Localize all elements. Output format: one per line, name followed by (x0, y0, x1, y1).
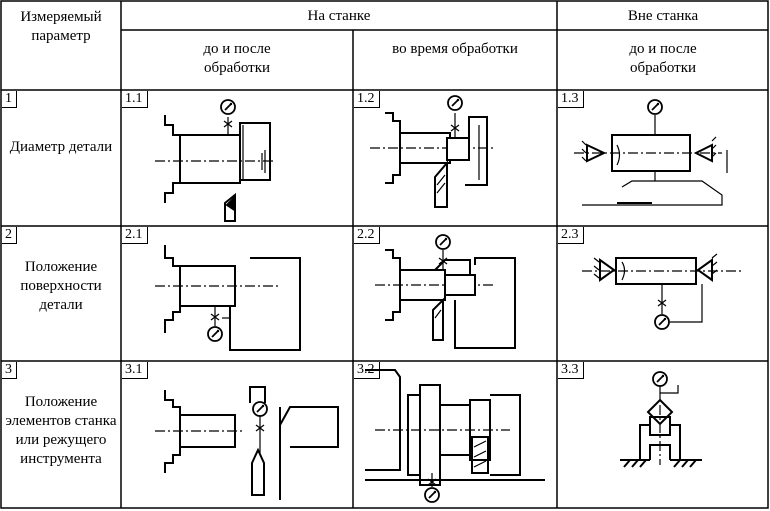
dial-indicator-icon (654, 314, 670, 330)
dial-indicator-icon (647, 99, 663, 115)
row-number-1: 1 (2, 91, 17, 108)
fixed-support-icon (599, 258, 616, 282)
dial-indicator-icon (652, 371, 668, 387)
subheader-off-before-after: до и после обработки (629, 41, 697, 76)
sketch-2-3 (582, 253, 742, 330)
sketch-2-2 (375, 234, 516, 349)
cell-label-3-3: 3.3 (558, 362, 584, 379)
chuck-icon (164, 115, 181, 203)
sketch-2-1 (155, 245, 301, 351)
workpiece-shaft (179, 265, 236, 307)
cell-label-3-1: 3.1 (122, 362, 148, 379)
cell-label-2-2: 2.2 (354, 227, 380, 244)
cell-label-2-1: 2.1 (122, 227, 148, 244)
cell-label-1-2: 1.2 (354, 91, 380, 108)
row-number-2: 2 (2, 227, 17, 244)
sketch-1-3 (574, 99, 728, 206)
sketch-1-2 (370, 95, 495, 208)
dial-indicator-icon (220, 99, 236, 115)
parameter-diameter: Диаметр детали (9, 139, 113, 155)
sketch-3-1 (155, 386, 339, 500)
sketch-1-1 (155, 99, 275, 222)
dial-indicator-icon (252, 401, 268, 417)
dial-indicator-icon (435, 234, 451, 250)
workpiece-shaft (179, 414, 236, 448)
sketch-3-3 (620, 371, 702, 468)
cell-label-1-1: 1.1 (122, 91, 148, 108)
dial-indicator-icon (207, 326, 223, 342)
cutting-tool-icon (224, 192, 236, 222)
header-on-machine: На станке (307, 8, 371, 24)
cell-label-2-3: 2.3 (558, 227, 584, 244)
fixed-support-icon (696, 258, 713, 282)
cutting-tool-icon (434, 160, 448, 208)
parameter-surface-position: Положение поверхности детали (20, 259, 102, 313)
cutting-tool-icon (471, 436, 489, 474)
dial-indicator-icon (424, 487, 440, 503)
cutting-tool-icon (251, 447, 265, 496)
workpiece-shaft (179, 134, 241, 184)
parameter-machine-elements: Положение элементов станка или режущего … (5, 394, 117, 467)
dial-indicator-icon (447, 95, 463, 111)
cutting-tool-icon (432, 297, 444, 341)
subheader-during: во время обработки (392, 41, 518, 57)
header-parameter: Измеряемый параметр (20, 9, 102, 44)
cell-label-1-3: 1.3 (558, 91, 584, 108)
sketch-3-2 (365, 369, 545, 503)
row-number-3: 3 (2, 362, 17, 379)
fixed-support-icon (693, 143, 713, 163)
header-off-machine: Вне станка (627, 8, 699, 24)
subheader-before-after: до и после обработки (203, 41, 271, 76)
